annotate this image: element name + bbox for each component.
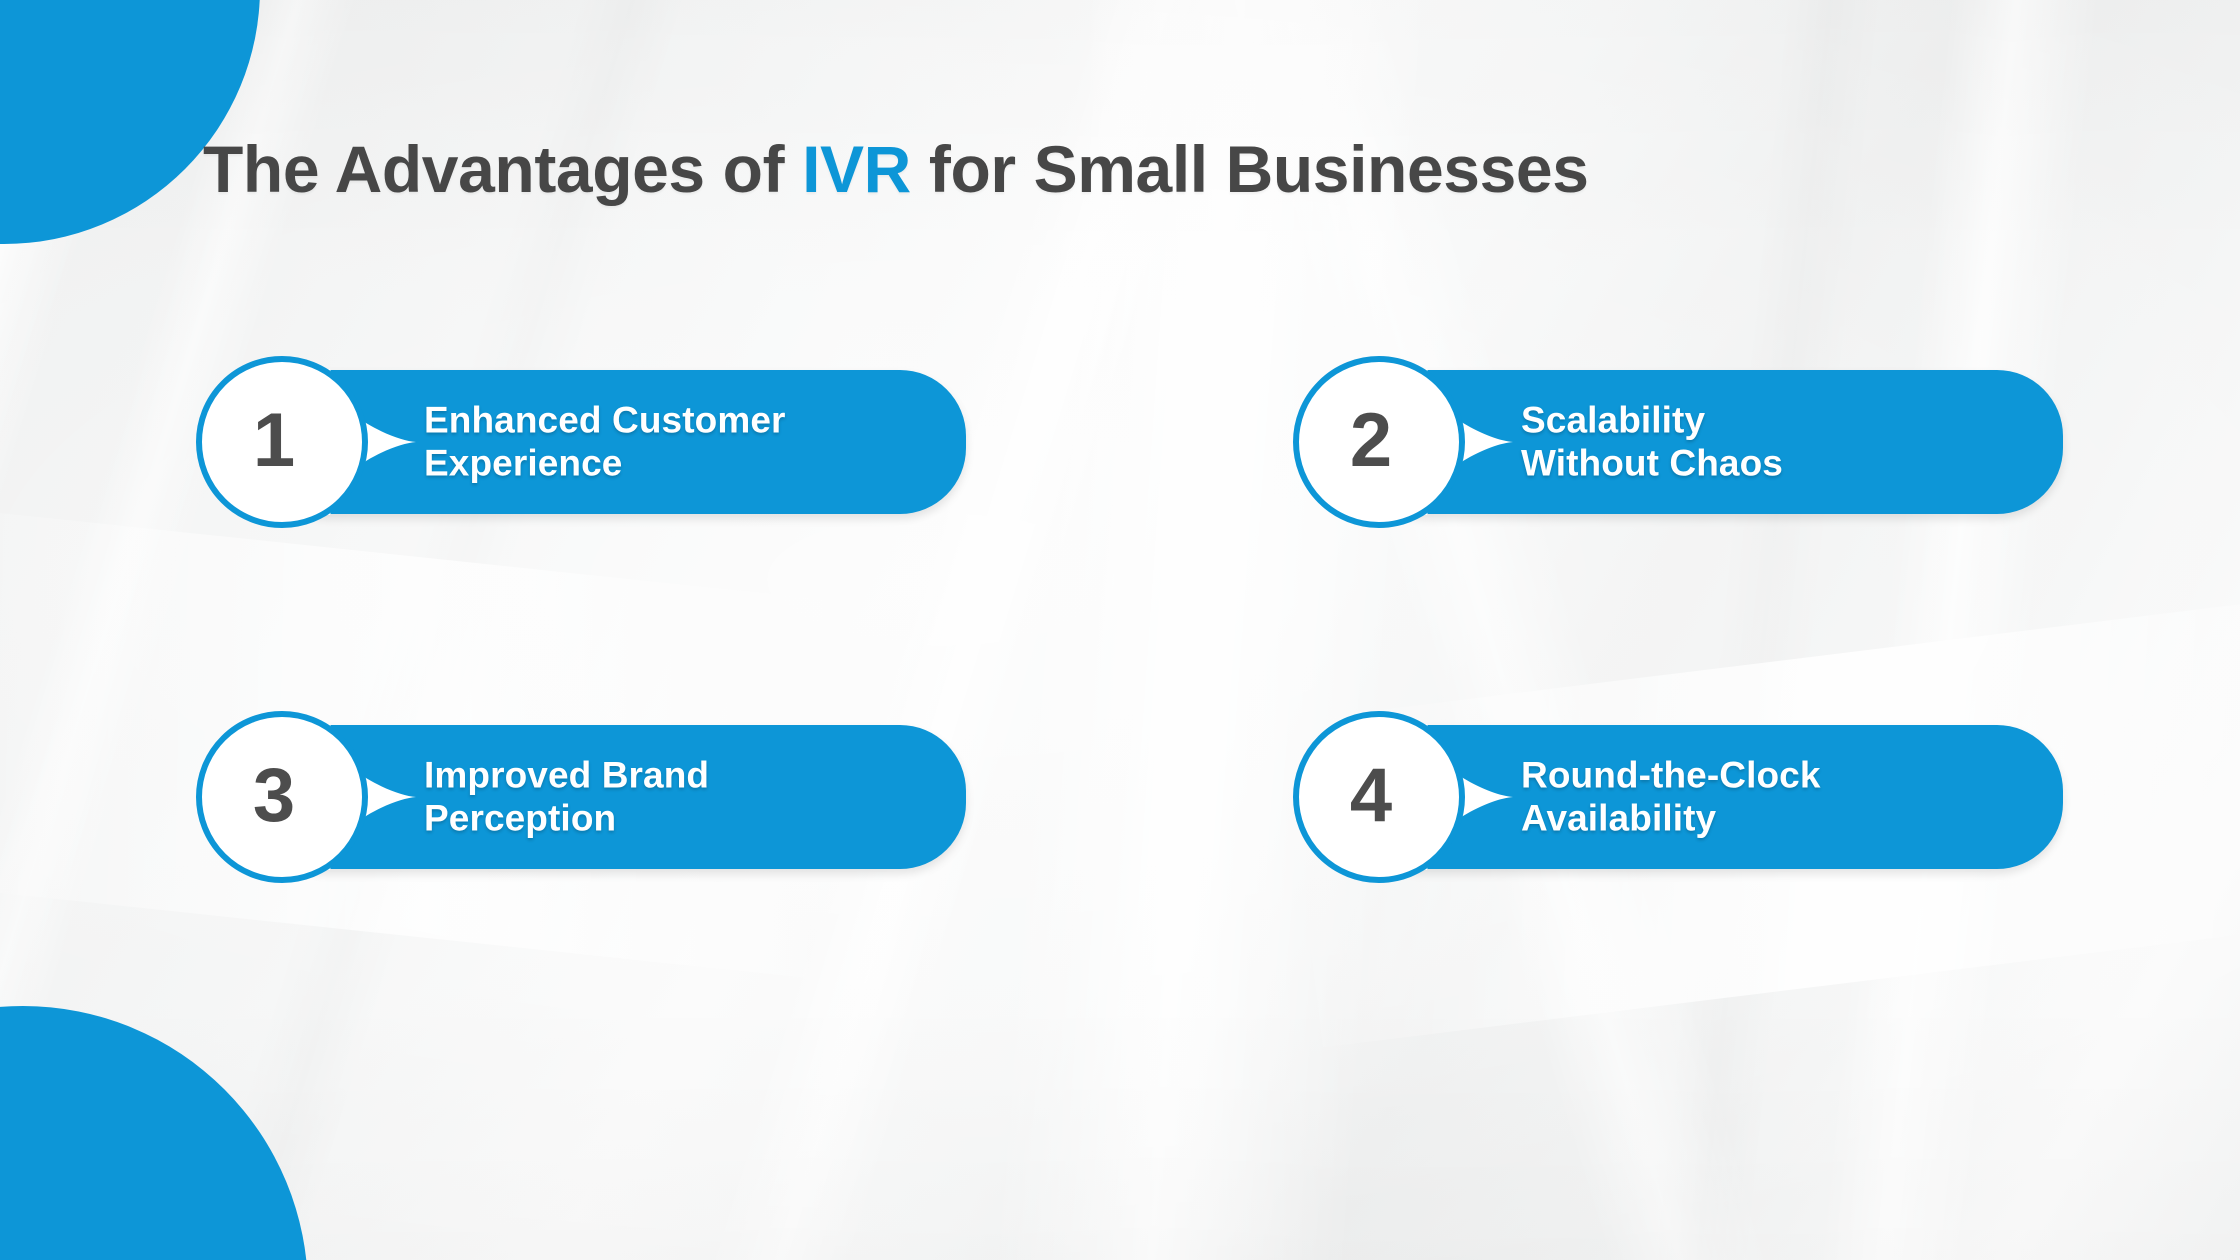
- card-number: 2: [1349, 398, 1393, 483]
- advantage-card-2[interactable]: 2 Scalability Without Chaos: [1293, 356, 2063, 528]
- card-number-badge: 1: [196, 356, 368, 528]
- card-label: Scalability Without Chaos: [1521, 399, 1783, 484]
- advantage-card-3[interactable]: 3 Improved Brand Perception: [196, 711, 966, 883]
- page-title: The Advantages of IVR for Small Business…: [203, 136, 1589, 202]
- card-number-badge: 2: [1293, 356, 1465, 528]
- advantage-card-4[interactable]: 4 Round-the-Clock Availability: [1293, 711, 2063, 883]
- page-title-accent: IVR: [802, 132, 911, 207]
- card-number-badge: 4: [1293, 711, 1465, 883]
- card-number: 4: [1349, 753, 1393, 838]
- card-number-badge: 3: [196, 711, 368, 883]
- card-number: 3: [252, 753, 296, 838]
- advantage-card-1[interactable]: 1 Enhanced Customer Experience: [196, 356, 966, 528]
- card-number: 1: [252, 398, 296, 483]
- page-title-part2: for Small Businesses: [910, 132, 1589, 207]
- card-label: Enhanced Customer Experience: [424, 399, 786, 484]
- card-label: Round-the-Clock Availability: [1521, 754, 1821, 839]
- card-label: Improved Brand Perception: [424, 754, 710, 839]
- page-title-part1: The Advantages of: [203, 132, 803, 207]
